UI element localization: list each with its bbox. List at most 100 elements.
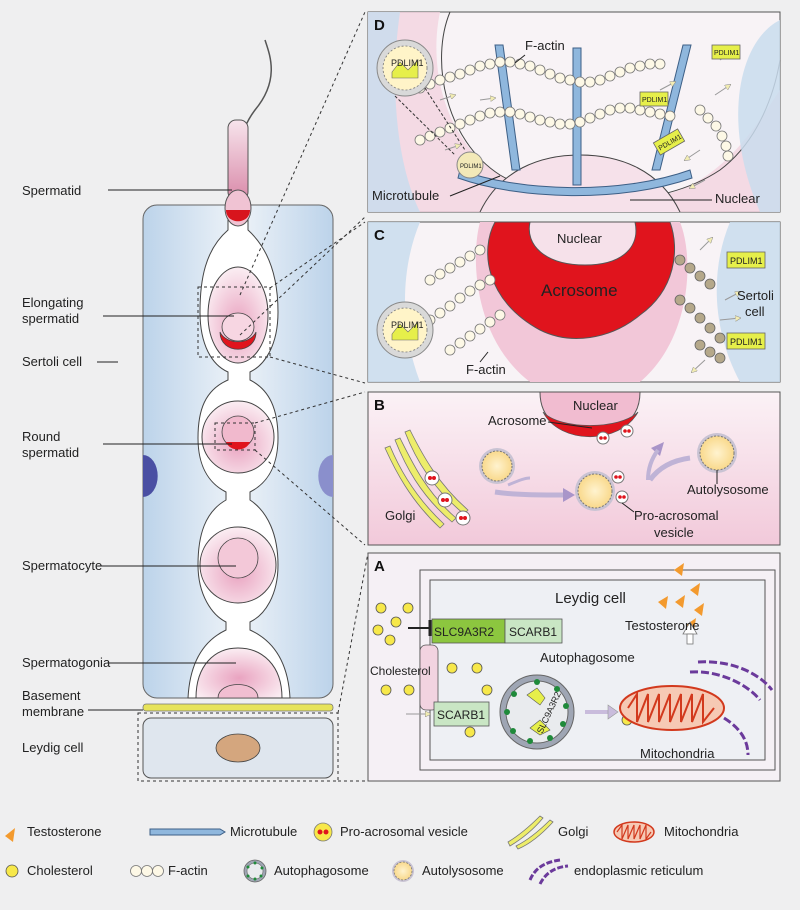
proacro-label-b-1: Pro-acrosomal xyxy=(634,508,719,523)
sertoli-label-c-1: Sertoli xyxy=(737,288,774,303)
legend-cholesterol-icon xyxy=(5,864,19,878)
panel-a-letter: A xyxy=(374,558,385,575)
scarb1-box xyxy=(504,618,563,644)
svg-text:PDLIM1: PDLIM1 xyxy=(714,50,739,57)
svg-text:PDLIM1: PDLIM1 xyxy=(391,320,424,330)
svg-text:SLC9A3R2: SLC9A3R2 xyxy=(434,625,494,639)
legend-microtubule-icon xyxy=(149,828,226,836)
spermatocyte xyxy=(199,526,277,604)
scarb1-lower-box xyxy=(433,701,490,727)
sertoli-nucleus-right xyxy=(318,455,333,497)
sertoli-label-c-2: cell xyxy=(745,304,765,319)
arrow-b-1 xyxy=(494,489,564,498)
cholesterol-label-a: Cholesterol xyxy=(370,664,431,678)
legend-golgi: Golgi xyxy=(558,824,588,839)
arrows-c xyxy=(692,238,740,372)
panel-c-letter: C xyxy=(374,227,385,244)
label-sertoli-cell: Sertoli cell xyxy=(22,354,82,369)
pdlim1-big-label-d: PDLIM1 xyxy=(391,58,424,68)
panel-b-letter: B xyxy=(374,397,385,414)
legend-autophagosome: Autophagosome xyxy=(274,863,369,878)
pdlim1-zoom-d: PDLIM1 xyxy=(376,39,434,97)
elongating-spermatid xyxy=(207,266,269,364)
svg-text:SCARB1: SCARB1 xyxy=(509,625,557,639)
autophagosome-label-a: Autophagosome xyxy=(540,650,635,665)
legend-factin: F-actin xyxy=(168,863,208,878)
mitochondria-label-a: Mitochondria xyxy=(640,746,715,761)
label-leydig-cell: Leydig cell xyxy=(22,740,84,755)
nuclear-label-d: Nuclear xyxy=(715,191,760,206)
basement-membrane xyxy=(142,703,334,712)
panel-d: PDLIM1 PDLIM1 PDLIM1 PDLIM1 PDLIM1 D F-a… xyxy=(367,11,781,213)
legend-microtubule: Microtubule xyxy=(230,824,297,839)
spermatid xyxy=(224,39,272,227)
panel-c: PDLIM1 PDLIM1 PDLIM1 C Nuclear Acrosome … xyxy=(367,221,781,383)
pdlim1-zoom-c: PDLIM1 xyxy=(376,301,434,359)
proacro-label-b-2: vesicle xyxy=(654,525,694,540)
label-spermatid: Spermatid xyxy=(22,183,81,198)
label-basement-2: membrane xyxy=(22,704,84,719)
label-round-1: Round xyxy=(22,429,60,444)
legend-proacro-icon xyxy=(313,822,333,842)
factin-label-c: F-actin xyxy=(466,362,506,377)
legend-testosterone: Testosterone xyxy=(27,824,101,839)
sertoli-nucleus-left xyxy=(143,455,158,497)
pdlim1-boxes-d: PDLIM1 PDLIM1 PDLIM1 xyxy=(639,44,741,156)
acrosome-label-b: Acrosome xyxy=(488,413,547,428)
pdlim1-boxes-c: PDLIM1 PDLIM1 xyxy=(726,251,766,350)
label-round-2: spermatid xyxy=(22,445,79,460)
mitochondria-a xyxy=(619,685,725,731)
legend-factin-icon xyxy=(130,865,164,877)
round-spermatid xyxy=(201,400,275,474)
legend: Testosterone Microtubule Pro-acrosomal v… xyxy=(5,815,739,885)
legend-cholesterol: Cholesterol xyxy=(27,863,93,878)
legend-autophagosome-icon xyxy=(243,859,267,883)
legend-autolysosome: Autolysosome xyxy=(422,863,504,878)
legend-testosterone-icon xyxy=(5,828,15,842)
left-leader-lines xyxy=(98,189,236,664)
er-a xyxy=(689,660,774,756)
factin-label-d: F-actin xyxy=(525,38,565,53)
svg-text:PDLIM1: PDLIM1 xyxy=(460,164,482,170)
factin-chain-c-right xyxy=(674,254,726,364)
panel-b: B Nuclear Acrosome Golgi Autolysosome Pr… xyxy=(367,391,781,546)
svg-text:PDLIM1: PDLIM1 xyxy=(730,256,763,266)
autolysosomes-b xyxy=(479,433,737,511)
svg-text:PDLIM1: PDLIM1 xyxy=(730,337,763,347)
spermatogonia xyxy=(195,647,283,699)
proacro-vesicles-b xyxy=(424,424,634,526)
label-elongating-1: Elongating xyxy=(22,295,83,310)
leydig-cell-left xyxy=(142,717,334,779)
legend-proacro: Pro-acrosomal vesicle xyxy=(340,824,468,839)
autophagosome-a: SLC9A3R2 xyxy=(499,674,575,750)
panel-a: SLC9A3R2 SCARB1 SCARB1 SLC9A3R2 xyxy=(367,552,781,782)
golgi-b xyxy=(384,429,469,529)
slc9a3r2-box xyxy=(431,618,506,644)
acrosome-label-c: Acrosome xyxy=(541,281,618,300)
nuclear-label-c: Nuclear xyxy=(557,231,602,246)
golgi-label-b: Golgi xyxy=(385,508,415,523)
legend-mitochondria-icon xyxy=(613,821,655,843)
testosterone-label-a: Testosterone xyxy=(625,618,699,633)
zoom-boxes xyxy=(137,11,369,782)
label-basement-1: Basement xyxy=(22,688,81,703)
legend-er: endoplasmic reticulum xyxy=(574,863,703,878)
factin-chain-c xyxy=(424,244,506,356)
panel-d-letter: D xyxy=(374,17,385,34)
autolysosome-label-b: Autolysosome xyxy=(687,482,769,497)
label-spermatogonia: Spermatogonia xyxy=(22,655,111,670)
label-elongating-2: spermatid xyxy=(22,311,79,326)
legend-autolysosome-icon xyxy=(392,860,414,882)
svg-text:SCARB1: SCARB1 xyxy=(437,708,485,722)
nuclear-label-b: Nuclear xyxy=(573,398,618,413)
legend-golgi-icon xyxy=(507,815,554,850)
legend-er-icon xyxy=(528,858,569,885)
microtubule-label-d: Microtubule xyxy=(372,188,439,203)
label-spermatocyte: Spermatocyte xyxy=(22,558,102,573)
leydig-label-a: Leydig cell xyxy=(555,590,626,607)
legend-mitochondria: Mitochondria xyxy=(664,824,739,839)
factin-chain-d xyxy=(414,56,734,162)
svg-text:PDLIM1: PDLIM1 xyxy=(642,97,667,104)
pdlim1-small-d xyxy=(456,151,484,179)
